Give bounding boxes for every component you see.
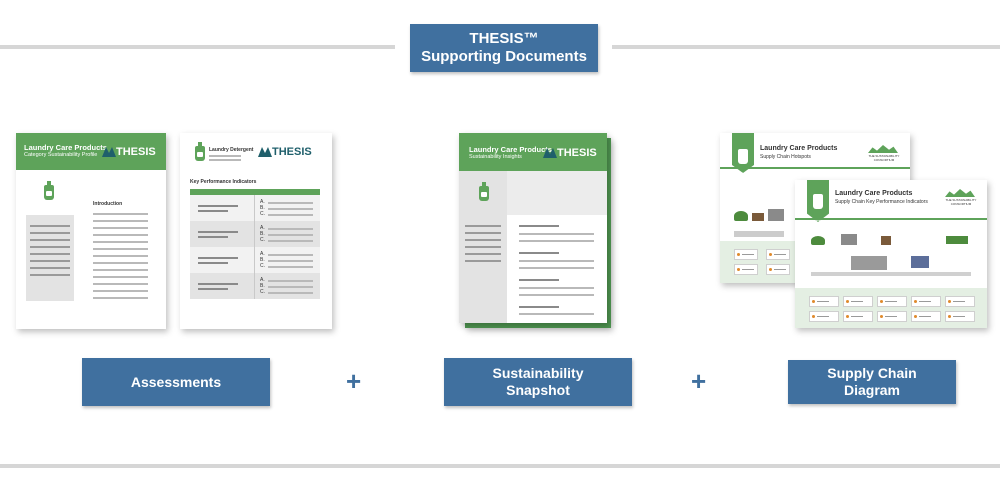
- sustainability-snapshot-button[interactable]: Sustainability Snapshot: [444, 358, 632, 406]
- profile-title: Laundry Care Products: [24, 143, 107, 152]
- thesis-leaf-icon: [102, 147, 116, 157]
- assessments-button[interactable]: Assessments: [82, 358, 270, 406]
- thesis-logo-text: THESIS: [272, 146, 312, 158]
- snapshot-header: [459, 133, 607, 171]
- tsc-brand: THE SUSTAINABILITY CONSORTIUM: [945, 198, 977, 206]
- tsc-logo-icon: [945, 189, 975, 197]
- bottom-rule: [0, 464, 1000, 468]
- supply-chain-diagram-button[interactable]: Supply Chain Diagram: [788, 360, 956, 404]
- header-subtitle: Supporting Documents: [421, 48, 587, 65]
- kpi-item-a: A.: [260, 225, 265, 231]
- profile-section-heading: Introduction: [93, 201, 123, 207]
- snapshot-document: Laundry Care Products Sustainability Ins…: [459, 133, 607, 323]
- kpi-item-c: C.: [260, 263, 265, 269]
- bottle-icon: [738, 145, 748, 164]
- bottle-icon: [195, 142, 205, 161]
- kpi-diagram-document: START Laundry Care Products Supply Chain…: [795, 180, 987, 328]
- supply-chain-label-line2: Diagram: [843, 382, 901, 398]
- bottle-icon: [479, 182, 489, 201]
- thesis-leaf-icon: [258, 147, 272, 157]
- thesis-logo: THESIS: [102, 146, 156, 158]
- profile-header: [16, 133, 166, 170]
- thesis-leaf-icon: [543, 148, 557, 158]
- kpi-document: Laundry Detergent THESIS Key Performance…: [180, 133, 332, 329]
- supply-chain-label-line1: Supply Chain: [827, 365, 917, 382]
- profile-header-text: Laundry Care Products Category Sustainab…: [24, 143, 107, 159]
- thesis-logo-text: THESIS: [557, 147, 597, 159]
- top-rule-left: [0, 45, 395, 49]
- kpi-item-b: B.: [260, 257, 265, 263]
- plus-icon: +: [346, 366, 362, 396]
- kpi-item-b: B.: [260, 283, 265, 289]
- kpi-item-a: A.: [260, 199, 265, 205]
- snapshot-header-text: Laundry Care Products Sustainability Ins…: [469, 145, 552, 161]
- snapshot-subtitle: Sustainability Insights: [469, 154, 522, 161]
- kpi-diagram-subtitle: Supply Chain Key Performance Indicators: [835, 199, 928, 205]
- start-label: START: [736, 171, 750, 176]
- kpi-item-b: B.: [260, 205, 265, 211]
- kpi-item-b: B.: [260, 231, 265, 237]
- thesis-logo: THESIS: [543, 147, 597, 159]
- top-rule-right: [612, 45, 1000, 49]
- thesis-logo: THESIS: [258, 146, 312, 158]
- kpi-heading: Key Performance Indicators: [190, 179, 257, 185]
- snapshot-label-line1: Sustainability: [492, 365, 584, 382]
- bottle-icon: [44, 181, 54, 200]
- kpi-item-c: C.: [260, 211, 265, 217]
- supply-chain-illustration: [734, 199, 804, 239]
- bottle-icon: [813, 190, 823, 209]
- kpi-diagram-title: Laundry Care Products: [835, 190, 913, 197]
- profile-sidebar: [26, 215, 74, 301]
- kpi-item-a: A.: [260, 251, 265, 257]
- snapshot-label-line2: Snapshot: [506, 382, 570, 398]
- profile-document: Laundry Care Products Category Sustainab…: [16, 133, 166, 329]
- kpi-product-name: Laundry Detergent: [209, 147, 254, 153]
- assessments-label: Assessments: [130, 373, 222, 390]
- tsc-logo-icon: [868, 145, 898, 153]
- kpi-item-c: C.: [260, 237, 265, 243]
- thesis-logo-text: THESIS: [116, 146, 156, 158]
- header-title: THESIS™: [469, 30, 539, 47]
- hotspots-subtitle: Supply Chain Hotspots: [760, 154, 811, 160]
- kpi-table-header: [190, 189, 320, 195]
- profile-subtitle: Category Sustainability Profile: [24, 152, 98, 159]
- tsc-brand: THE SUSTAINABILITY CONSORTIUM: [868, 154, 900, 162]
- supply-chain-illustration: [811, 232, 976, 277]
- plus-icon: +: [691, 366, 707, 396]
- kpi-item-c: C.: [260, 289, 265, 295]
- header-badge: THESIS™ Supporting Documents: [410, 24, 598, 72]
- kpi-item-a: A.: [260, 277, 265, 283]
- snapshot-title: Laundry Care Products: [469, 145, 552, 154]
- snapshot-banner: [507, 171, 607, 215]
- hotspots-title: Laundry Care Products: [760, 145, 838, 152]
